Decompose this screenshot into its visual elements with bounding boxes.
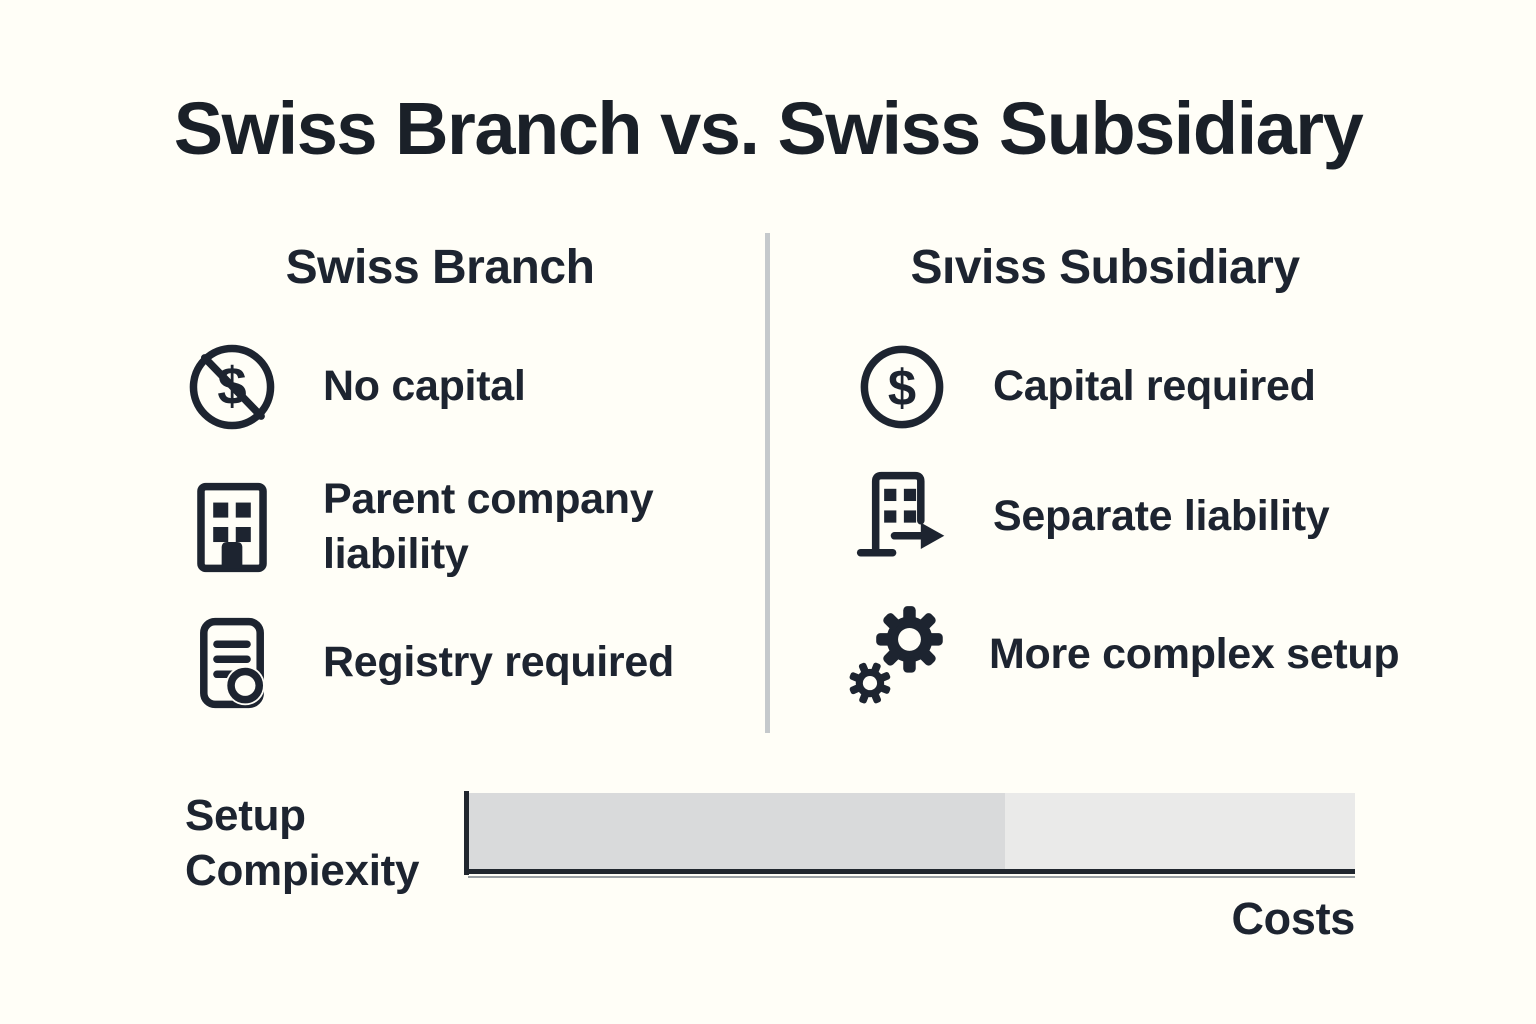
gears-icon bbox=[845, 600, 949, 710]
right-column-heading: Sıviss Subsidiary bbox=[910, 241, 1300, 294]
bar-x-axis-line bbox=[464, 869, 1355, 874]
list-item: More complex setup bbox=[845, 600, 1400, 710]
item-label: No capital bbox=[323, 362, 526, 411]
building-icon bbox=[185, 480, 279, 574]
list-item: Registry required bbox=[185, 616, 674, 710]
bar-segment-left bbox=[469, 793, 1006, 870]
complexity-bar bbox=[469, 793, 1355, 870]
svg-text:$: $ bbox=[888, 359, 916, 416]
page-title: Swiss Branch vs. Swiss Subsidiary bbox=[173, 87, 1364, 170]
item-label: Separate liability bbox=[993, 492, 1330, 541]
left-column-heading: Swiss Branch bbox=[285, 241, 595, 294]
bar-x-axis-shadow bbox=[468, 876, 1355, 878]
list-item: Separate liability bbox=[855, 470, 1330, 564]
list-item: $ Capital required bbox=[855, 340, 1316, 434]
complexity-axis-label: Setup Compiexity bbox=[185, 791, 420, 896]
building-arrow-icon bbox=[855, 470, 949, 564]
bar-segment-right bbox=[1005, 793, 1355, 870]
registry-document-icon bbox=[185, 616, 279, 710]
item-label: More complex setup bbox=[989, 630, 1400, 679]
column-divider bbox=[765, 233, 770, 733]
list-item: Parent company liability bbox=[185, 472, 713, 582]
costs-axis-label: Costs bbox=[1231, 893, 1355, 944]
item-label: Registry required bbox=[323, 638, 674, 687]
no-capital-icon: $ bbox=[185, 340, 279, 434]
item-label: Capital required bbox=[993, 362, 1316, 411]
bar-y-axis-line bbox=[464, 791, 469, 875]
item-label: Parent company liability bbox=[323, 475, 654, 579]
dollar-circle-icon: $ bbox=[855, 340, 949, 434]
list-item: $ No capital bbox=[185, 340, 526, 434]
